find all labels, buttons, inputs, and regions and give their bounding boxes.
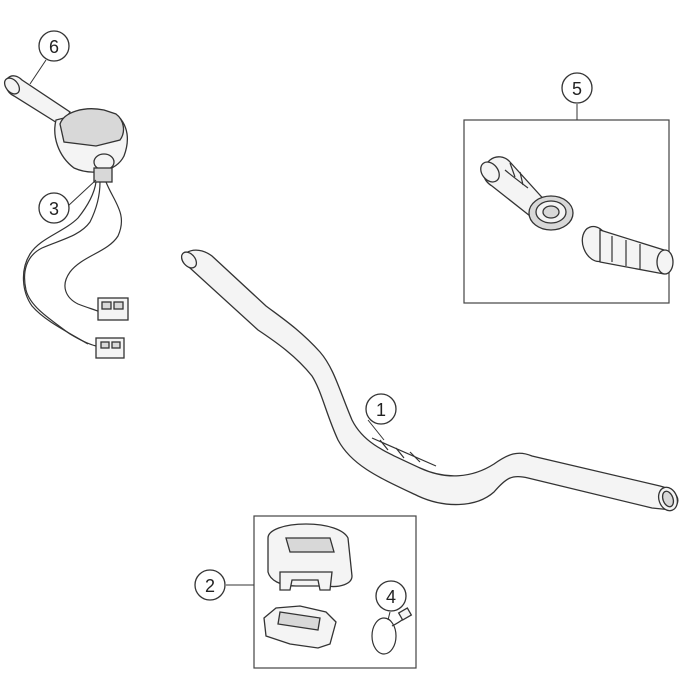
callout-4-label: 4 (386, 587, 396, 607)
handlebar-switch (3, 59, 129, 359)
callout-6: 6 (38, 30, 70, 62)
callout-4: 4 (375, 580, 407, 612)
callout-5-label: 5 (572, 79, 582, 99)
leader-6 (29, 59, 47, 85)
leader-3 (67, 179, 97, 207)
grip-kit-frame (463, 119, 670, 304)
callout-2: 2 (194, 569, 226, 601)
clamp-kit-frame (253, 515, 417, 669)
cable-tie (371, 607, 413, 655)
grip-right (581, 225, 674, 275)
callout-6-label: 6 (49, 37, 59, 57)
callout-3: 3 (38, 192, 70, 224)
grip-kit-group (463, 104, 674, 304)
clamp-kit-group (226, 515, 417, 669)
callout-1-label: 1 (376, 400, 386, 420)
callout-1: 1 (365, 393, 397, 425)
leader-1 (367, 419, 385, 441)
callout-2-label: 2 (205, 576, 215, 596)
callout-5: 5 (561, 72, 593, 104)
leader-4 (387, 611, 391, 621)
grip-left (480, 156, 574, 231)
callout-3-label: 3 (49, 199, 59, 219)
handlebar (180, 249, 679, 512)
